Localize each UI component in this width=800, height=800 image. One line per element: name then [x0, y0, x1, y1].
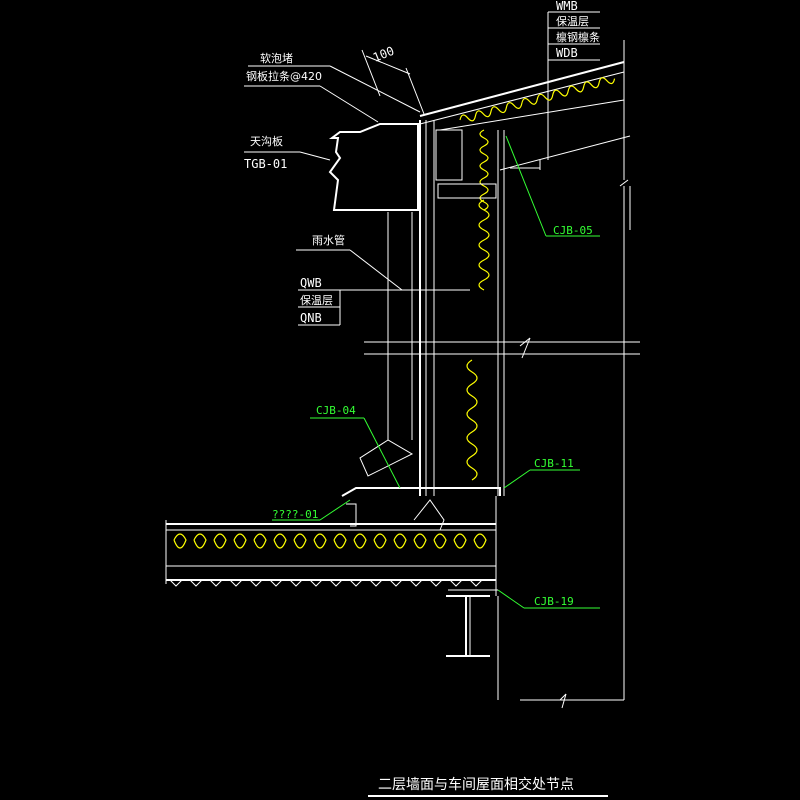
roof-layer-table: WMB 保温层 檩钢檩条 WDB — [547, 0, 600, 160]
callout-cjb05-group: CJB-05 — [505, 135, 600, 237]
wall-insulation-top — [479, 129, 489, 211]
wall-layer-table: QWB 保温层 QNB — [298, 276, 470, 326]
roof-insulation-pattern — [459, 77, 616, 122]
callout-cjb05: CJB-05 — [553, 224, 593, 237]
gutter-section — [328, 123, 419, 211]
wall-layer-insulation: 保温层 — [300, 293, 333, 307]
callout-cjb04: CJB-04 — [316, 404, 356, 417]
drawing-title: 二层墙面与车间屋面相交处节点 — [378, 776, 574, 793]
deck-insulation-pattern — [173, 533, 487, 549]
lower-column-lines — [497, 596, 624, 709]
steel-i-beam — [446, 595, 490, 657]
roof-layer-wdb: WDB — [556, 46, 578, 60]
label-strap: 钢板拉条@420 — [246, 69, 322, 83]
callout-cjb19: CJB-19 — [534, 595, 574, 608]
roof-layer-wmb: WMB — [556, 0, 578, 13]
callout-cjb19-group: CJB-19 — [497, 589, 600, 609]
wall-girt-top — [435, 129, 463, 181]
wall-layer-qnb: QNB — [300, 311, 322, 325]
dimension-100: 100 — [361, 44, 425, 115]
wall-insulation-lower — [466, 359, 478, 481]
label-gutter: 天沟板 — [250, 134, 283, 148]
drawing-title-group: 二层墙面与车间屋面相交处节点 — [368, 776, 608, 797]
label-downpipe-group: 雨水管 — [296, 233, 403, 291]
roof-layer-purlin: 檩钢檩条 — [556, 30, 600, 44]
lower-roof-deck — [165, 496, 498, 596]
callout-unknown: ????-01 — [272, 508, 318, 521]
label-gutter-group: 天沟板 TGB-01 — [244, 134, 331, 171]
callout-unknown-group: ????-01 — [272, 499, 351, 521]
wall-girt-mid — [437, 183, 497, 199]
label-gutter-code: TGB-01 — [244, 157, 287, 171]
downpipe — [359, 212, 414, 477]
section-break — [364, 337, 640, 359]
column-lines — [619, 40, 631, 700]
label-foam-group: 软泡堵 — [248, 51, 421, 113]
wall-assembly — [419, 120, 505, 496]
callout-cjb11: CJB-11 — [534, 457, 574, 470]
dimension-value: 100 — [371, 44, 396, 65]
label-downpipe: 雨水管 — [312, 233, 345, 247]
callout-cjb11-group: CJB-11 — [503, 457, 580, 489]
label-foam: 软泡堵 — [260, 51, 293, 65]
roof-layer-insulation: 保温层 — [556, 14, 589, 28]
wall-insulation-middle — [478, 199, 490, 291]
label-strap-group: 钢板拉条@420 — [244, 69, 379, 123]
callout-cjb04-group: CJB-04 — [310, 404, 401, 489]
wall-layer-qwb: QWB — [300, 276, 322, 290]
upper-roof-panel — [419, 61, 631, 171]
